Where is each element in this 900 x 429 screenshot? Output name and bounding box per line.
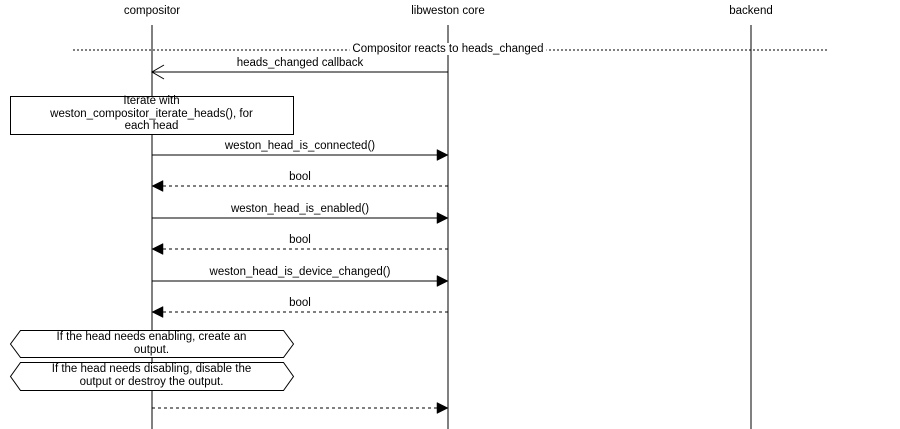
comment-text-0-line-1: output. bbox=[133, 343, 170, 356]
arrowhead-filled-7 bbox=[436, 402, 449, 414]
comment-text-1: If the head needs disabling, disable the… bbox=[10, 363, 293, 388]
message-label-6: bool bbox=[289, 297, 311, 309]
arrowhead-filled-3 bbox=[436, 212, 449, 224]
arrowhead-filled-5 bbox=[436, 275, 449, 287]
comment-hexagon-0 bbox=[9, 330, 295, 358]
message-label-0: heads_changed callback bbox=[236, 57, 364, 69]
comment-hexagon-1 bbox=[9, 362, 295, 391]
arrowhead-filled-1 bbox=[436, 149, 449, 161]
message-label-5: weston_head_is_device_changed() bbox=[209, 266, 391, 278]
arrowhead-open-0 bbox=[151, 64, 165, 80]
note-text-line-0: Iterate with bbox=[123, 95, 180, 107]
participant-label-libweston-core: libweston core bbox=[411, 5, 485, 17]
message-label-2: bool bbox=[289, 171, 311, 183]
arrowhead-filled-6 bbox=[151, 306, 164, 318]
comment-text-1-line-0: If the head needs disabling, disable the bbox=[51, 363, 252, 375]
message-label-3: weston_head_is_enabled() bbox=[230, 203, 370, 215]
arrowhead-filled-4 bbox=[151, 243, 164, 255]
message-label-1: weston_head_is_connected() bbox=[224, 140, 376, 152]
note-box bbox=[10, 96, 294, 135]
comment-text-1-line-1: output or destroy the output. bbox=[79, 375, 224, 388]
note-text-line-1: weston_compositor_iterate_heads(), for bbox=[50, 107, 253, 120]
divider-label: Compositor reacts to heads_changed bbox=[349, 43, 547, 55]
arrowhead-filled-2 bbox=[151, 180, 164, 192]
participant-label-compositor: compositor bbox=[123, 5, 181, 17]
note-text-line-2: each head bbox=[124, 120, 179, 132]
comment-text-0-line-0: If the head needs enabling, create an bbox=[56, 331, 247, 343]
participant-label-backend: backend bbox=[729, 5, 773, 17]
message-label-4: bool bbox=[289, 234, 311, 246]
